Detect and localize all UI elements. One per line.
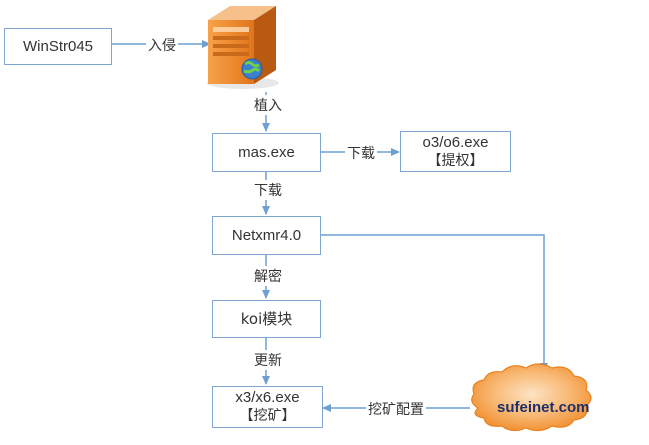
node-o3o6-line1: o3/o6.exe xyxy=(422,133,489,151)
cloud-shape xyxy=(471,363,592,432)
node-x3x6-line1: x3/x6.exe xyxy=(235,389,300,406)
node-koi: koi模块 xyxy=(212,300,321,338)
node-netxmr-label: Netxmr4.0 xyxy=(231,226,302,244)
edge-label-decrypt: 解密 xyxy=(252,266,284,286)
edge-label-update: 更新 xyxy=(252,350,284,370)
node-o3o6-exe: o3/o6.exe 【提权】 xyxy=(400,131,511,172)
edge-label-mining-config: 挖矿配置 xyxy=(366,399,426,419)
node-x3x6-exe: x3/x6.exe 【挖矿】 xyxy=(212,386,323,428)
node-x3x6-line2: 【挖矿】 xyxy=(239,408,296,424)
server-icon xyxy=(207,6,279,89)
node-mas-exe: mas.exe xyxy=(212,133,321,172)
node-netxmr: Netxmr4.0 xyxy=(212,216,321,255)
node-winstr045: WinStr045 xyxy=(4,28,112,65)
node-mas-exe-label: mas.exe xyxy=(238,143,295,161)
edge-label-invade: 入侵 xyxy=(146,35,178,55)
node-o3o6-line2: 【提权】 xyxy=(427,152,484,169)
edge-label-download-o3o6: 下载 xyxy=(345,143,377,163)
node-koi-label: koi模块 xyxy=(240,310,293,328)
node-winstr045-label: WinStr045 xyxy=(22,37,94,55)
edge-label-implant: 植入 xyxy=(252,95,284,115)
node-sufeinet-label: sufeinet.com xyxy=(497,399,590,416)
edge-label-download-netxmr: 下载 xyxy=(252,180,284,200)
edge-netxmr-to-cloud xyxy=(321,234,548,372)
